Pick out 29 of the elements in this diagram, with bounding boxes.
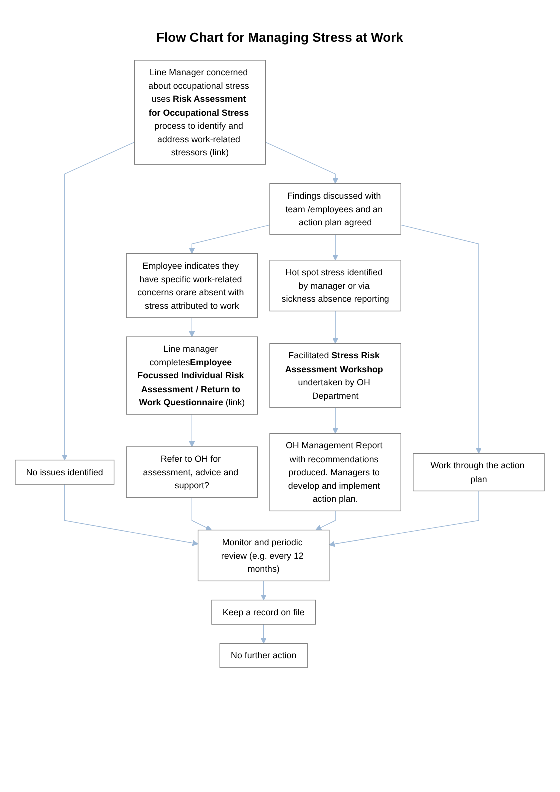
- arrow: [62, 142, 135, 461]
- node-box: Line manager completesEmployee Focussed Individual Risk Assessment / Return to Work Questionnaire (link): [126, 336, 258, 415]
- node-box: Employee indicates they have specific work-related concerns orare absent with stress attributed to work: [126, 253, 258, 318]
- node-box: Keep a record on file: [212, 600, 316, 625]
- arrow: [316, 510, 336, 531]
- arrow: [64, 484, 199, 546]
- node-box: No further action: [220, 643, 308, 668]
- node-box: Work through the action plan: [413, 453, 545, 492]
- node-box: Facilitated Stress Risk Assessment Workshop undertaken by OH Department: [270, 343, 402, 408]
- arrow: [260, 580, 267, 601]
- node-box: Line Manager concerned about occupational stress uses Risk Assessment for Occupational Stress process to identify and address work-related stressors (link): [134, 60, 266, 165]
- arrow: [192, 498, 212, 531]
- arrow: [332, 310, 339, 344]
- arrow: [189, 414, 196, 448]
- chart-title: Flow Chart for Managing Stress at Work: [156, 30, 404, 45]
- arrow: [332, 408, 339, 434]
- node-box: No issues identified: [15, 460, 115, 485]
- arrow: [260, 624, 267, 644]
- arrow: [189, 318, 196, 338]
- node-box: OH Management Report with recommendations produced. Managers to develop and implement action plan.: [270, 433, 402, 512]
- arrow: [189, 224, 270, 254]
- arrow: [400, 224, 482, 454]
- node-box: Findings discussed with team /employees and an action plan agreed: [270, 183, 402, 235]
- node-box: Hot spot stress identified by manager or via sickness absence reporting: [270, 260, 402, 312]
- arrow: [329, 490, 480, 548]
- node-box: Refer to OH for assessment, advice and support?: [126, 446, 258, 498]
- arrow: [265, 142, 339, 184]
- arrow: [332, 234, 339, 261]
- node-box: Monitor and periodic review (e.g. every 12 months): [198, 530, 330, 582]
